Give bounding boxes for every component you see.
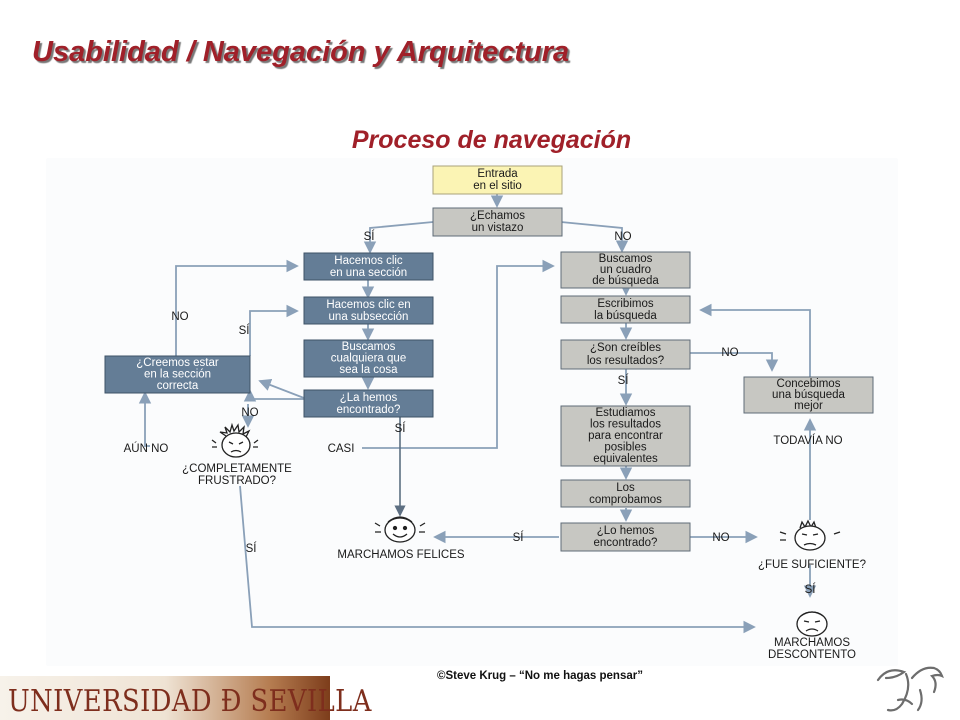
box-label: Los [616, 482, 635, 494]
box-label: sea la cosa [339, 364, 398, 376]
box-label: una subsección [329, 311, 409, 323]
label-si-creibles: SÍ [618, 374, 630, 387]
box-label: equivalentes [593, 453, 658, 465]
frustrated-face-icon [211, 422, 259, 458]
label-marchamos-felices: MARCHAMOS FELICES [337, 549, 464, 561]
box-label: encontrado? [594, 537, 658, 549]
box-label: ¿Creemos estar [136, 357, 219, 369]
box-label: los resultados [590, 419, 661, 431]
university-logo-text: UNIVERSIDAD Ð SEVILLA [8, 684, 372, 719]
box-entrada: Entrada en el sitio [432, 165, 563, 195]
box-label: de búsqueda [592, 275, 659, 287]
label-si-lo-hemos: SÍ [513, 531, 525, 544]
label-casi: CASI [328, 443, 355, 455]
flow-connectors [138, 194, 817, 634]
box-escribimos: Escribimos la búsqueda [560, 295, 691, 324]
box-label: un vistazo [472, 222, 524, 234]
box-label: los resultados? [587, 355, 664, 367]
box-label: un cuadro [600, 264, 651, 276]
slide-title: Usabilidad / Navegación y Arquitectura [32, 36, 570, 68]
label-no-lo-hemos: NO [712, 532, 729, 544]
box-la-hemos-encontrado: ¿La hemos encontrado? [303, 389, 434, 418]
box-label: Estudiamos [595, 407, 655, 419]
box-label: ¿Son creíbles [590, 342, 661, 354]
label-si-encontrado: SÍ [395, 422, 407, 435]
label-no-creibles: NO [721, 347, 738, 359]
box-estudiamos: Estudiamos los resultados para encontrar… [560, 405, 691, 467]
label-si-vistazo: SÍ [364, 230, 376, 243]
label-frustrado-2: FRUSTRADO? [198, 475, 276, 487]
box-label: en la sección [144, 369, 211, 381]
box-label: ¿Echamos [470, 210, 525, 222]
box-label: Buscamos [599, 253, 653, 265]
box-label: para encontrar [588, 430, 663, 442]
box-creemos-seccion: ¿Creemos estar en la sección correcta [104, 355, 251, 394]
box-label: comprobamos [589, 494, 662, 506]
label-si-frustrado: SÍ [246, 542, 258, 555]
box-clic-subseccion: Hacemos clic en una subsección [303, 296, 434, 325]
box-label: en el sitio [473, 180, 522, 192]
box-concebimos: Concebimos una búsqueda mejor [743, 376, 874, 414]
diagram-title: Proceso de navegación [351, 126, 632, 154]
label-si-creemos: SÍ [239, 324, 251, 337]
box-label: Entrada [477, 168, 518, 180]
box-label: una búsqueda [772, 389, 846, 401]
box-lo-hemos-encontrado: ¿Lo hemos encontrado? [560, 522, 691, 552]
box-label: mejor [794, 400, 823, 412]
credit-note: ©Steve Krug – “No me hagas pensar” [437, 670, 643, 682]
label-descontento-1: MARCHAMOS [774, 637, 850, 649]
university-crest-icon [876, 666, 944, 712]
label-frustrado-1: ¿COMPLETAMENTE [182, 463, 292, 475]
box-son-creibles: ¿Son creíbles los resultados? [560, 339, 691, 370]
box-buscamos-cuadro: Buscamos un cuadro de búsqueda [560, 251, 691, 289]
label-no-vistazo: NO [614, 231, 631, 243]
label-todavia-no: TODAVÍA NO [773, 434, 842, 447]
box-label: Hacemos clic en [326, 299, 410, 311]
box-comprobamos: Los comprobamos [560, 479, 691, 508]
box-label: ¿La hemos [340, 392, 398, 404]
label-fue-suficiente: ¿FUE SUFICIENTE? [758, 559, 866, 571]
box-label: Buscamos [342, 341, 396, 353]
footer-bar: UNIVERSIDAD Ð SEVILLA [0, 676, 960, 720]
happy-face-icon [374, 516, 426, 543]
worried-face-icon [779, 519, 841, 551]
box-label: correcta [157, 380, 199, 392]
box-label: encontrado? [337, 404, 401, 416]
box-buscamos-cosa: Buscamos cualquiera que sea la cosa [303, 339, 434, 378]
box-label: Escribimos [597, 298, 653, 310]
label-si-suficiente: SÍ [805, 583, 817, 596]
label-aun-no: AÚN NO [124, 442, 169, 455]
box-label: Concebimos [777, 378, 841, 390]
label-no-creemos: NO [171, 311, 188, 323]
box-label: posibles [604, 442, 646, 454]
box-label: ¿Lo hemos [597, 525, 655, 537]
box-clic-seccion: Hacemos clic en una sección [303, 252, 434, 281]
footer-gradient-band: UNIVERSIDAD Ð SEVILLA [0, 676, 371, 720]
label-no-encontrado: NO [241, 407, 258, 419]
box-label: Hacemos clic [334, 255, 403, 267]
box-label: cualquiera que [331, 353, 406, 365]
box-echamos-vistazo: ¿Echamos un vistazo [432, 207, 563, 237]
box-label: en una sección [330, 267, 407, 279]
box-label: la búsqueda [594, 310, 657, 322]
label-descontento-2: DESCONTENTO [768, 649, 856, 661]
sad-face-icon [796, 611, 828, 637]
